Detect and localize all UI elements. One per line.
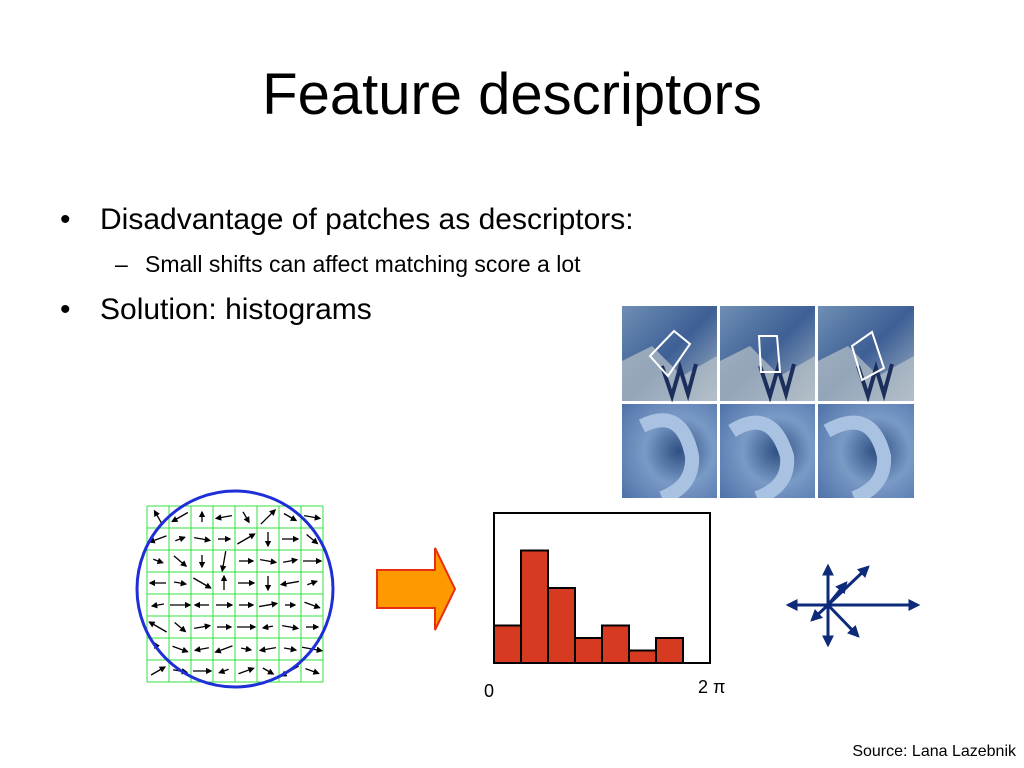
photo-cell [622, 404, 717, 498]
bullet-text: Solution: histograms [100, 293, 372, 326]
bullet-text: Disadvantage of patches as descriptors: [100, 203, 634, 236]
bullet-icon: • [60, 203, 71, 236]
slide-title: Feature descriptors [262, 62, 762, 127]
dash-icon: – [115, 251, 128, 277]
photo-cell [622, 306, 717, 403]
photo-cell [818, 306, 914, 403]
photo-cell [720, 306, 815, 403]
bullet-icon: • [60, 293, 71, 326]
bullet-item: • Solution: histograms [60, 290, 372, 330]
sub-bullet-item: –Small shifts can affect matching score … [115, 248, 581, 280]
photo-cell [818, 404, 914, 498]
bullet-item: • Disadvantage of patches as descriptors: [60, 200, 634, 240]
photo-cell [720, 404, 815, 498]
sub-bullet-text: Small shifts can affect matching score a… [145, 251, 581, 277]
source-credit: Source: Lana Lazebnik [852, 743, 1016, 760]
patch-photos-image [622, 306, 914, 498]
